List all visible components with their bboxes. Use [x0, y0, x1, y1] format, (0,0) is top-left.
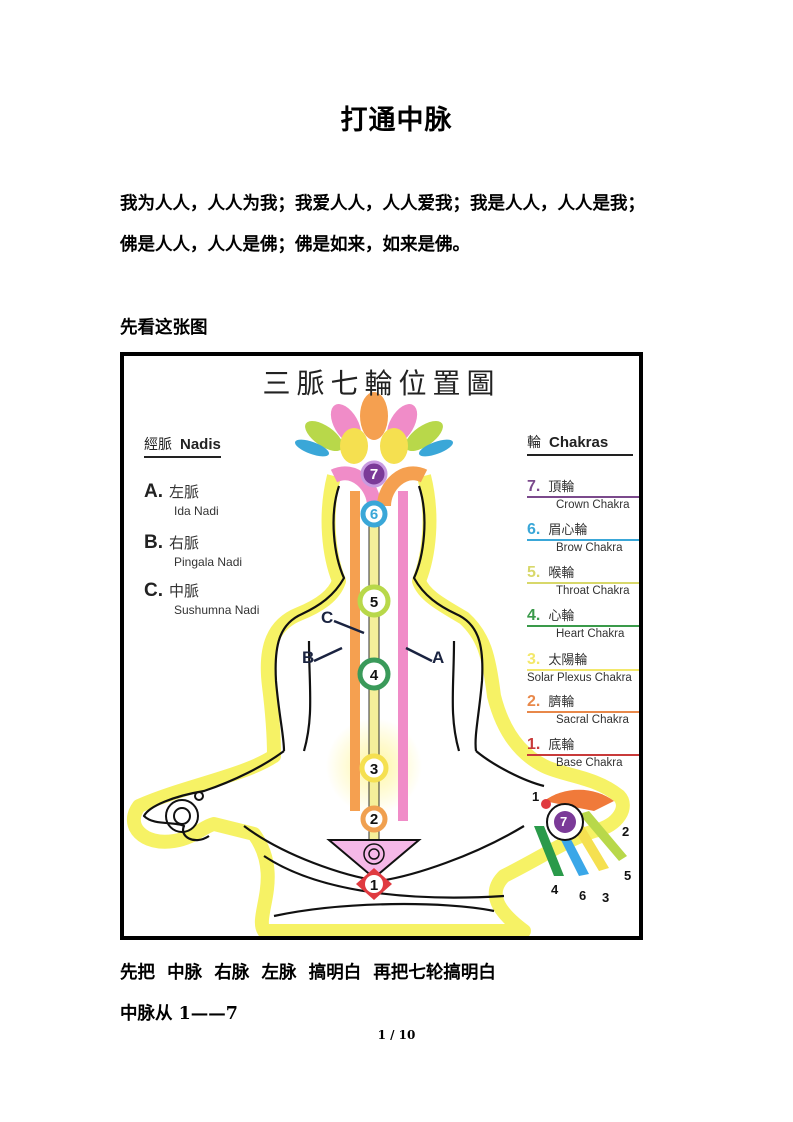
chakra-item-7: 7.頂輪 Crown Chakra — [527, 476, 639, 511]
paragraph-4: 先把 中脉 右脉 左脉 搞明白 再把七轮搞明白 — [120, 963, 496, 983]
chakra-4-heart-marker: 4 — [357, 657, 391, 691]
page-indicator: 1 / 10 — [377, 1028, 416, 1042]
chakra-item-5: 5.喉輪 Throat Chakra — [527, 562, 639, 597]
hand-number-7: 7 — [560, 814, 568, 829]
pingala-channel — [350, 491, 360, 811]
chakra-item-4: 4.心輪 Heart Chakra — [527, 605, 639, 640]
chakra-item-2: 2.臍輪 Sacral Chakra — [527, 691, 639, 726]
nadi-item-c: C.中脈 Sushumna Nadi — [144, 580, 260, 617]
label-a-ida: A — [432, 648, 445, 667]
aura-glow — [127, 474, 630, 936]
chakra-item-1: 1.底輪 Base Chakra — [527, 734, 639, 769]
chakra-7-crown-marker: 7 — [360, 460, 388, 488]
hand-number-4: 4 — [551, 882, 559, 897]
chakra-5-throat-marker: 5 — [357, 584, 391, 618]
paragraph-1: 我为人人，人人为我；我爱人人，人人爱我；我是人人，人人是我； — [120, 194, 645, 214]
label-b-pingala: B — [302, 648, 315, 667]
paragraph-3: 先看这张图 — [120, 318, 208, 338]
chakra-2-sacral-marker: 2 — [360, 805, 388, 833]
nadi-item-b: B.右脈 Pingala Nadi — [144, 532, 243, 569]
svg-text:7: 7 — [370, 466, 378, 483]
lotus-crown — [294, 392, 454, 464]
label-c-sushumna: C — [321, 608, 334, 627]
svg-text:6: 6 — [370, 506, 378, 523]
hand-number-1: 1 — [532, 789, 540, 804]
svg-text:5: 5 — [370, 594, 378, 611]
nadi-item-a: A.左脈 Ida Nadi — [144, 481, 219, 518]
svg-text:1: 1 — [370, 877, 378, 894]
chakra-diagram-figure: 7 6 5 4 3 2 — [120, 352, 643, 940]
hand-number-3: 3 — [602, 890, 610, 905]
left-hand-circle — [165, 791, 204, 833]
svg-text:4: 4 — [370, 667, 379, 684]
hand-number-2: 2 — [622, 824, 630, 839]
chakra-1-base-marker: 1 — [356, 868, 392, 900]
nadi-arrows — [313, 619, 433, 663]
chakra-3-solar-marker: 3 — [359, 753, 389, 783]
right-hand-chakra-colors — [534, 789, 627, 876]
svg-text:2: 2 — [370, 811, 378, 828]
hand-number-5: 5 — [624, 868, 632, 883]
document-title: 打通中脉 — [340, 105, 453, 136]
chakra-item-6: 6.眉心輪 Brow Chakra — [527, 519, 639, 554]
chakra-item-3: 3.太陽輪 Solar Plexus Chakra — [527, 649, 639, 684]
hand-number-6: 6 — [579, 888, 587, 903]
figure-title: 三脈七輪位置圖 — [262, 367, 501, 400]
chakra-body-illustration: 7 6 5 4 3 2 — [127, 392, 630, 936]
ida-channel — [398, 491, 408, 821]
paragraph-5: 中脉从 1——7 — [120, 1004, 238, 1024]
paragraph-2: 佛是人人，人人是佛；佛是如来，如来是佛。 — [120, 235, 470, 255]
chakra-6-brow-marker: 6 — [360, 500, 388, 528]
svg-text:3: 3 — [370, 761, 378, 778]
